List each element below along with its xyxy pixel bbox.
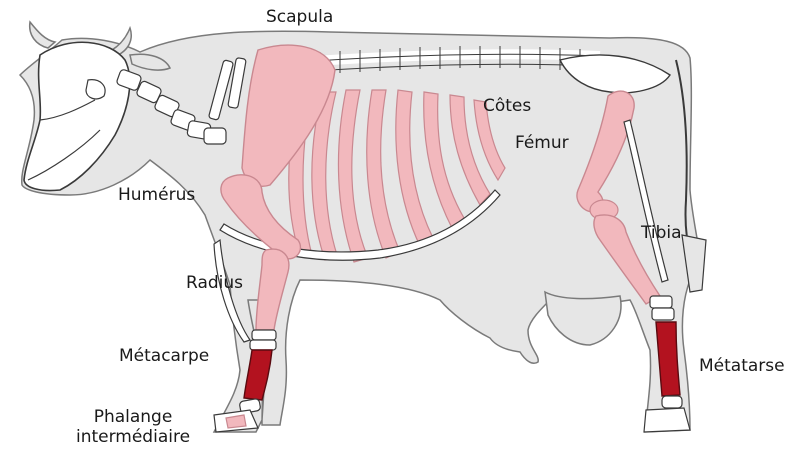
label-radius: Radius: [186, 274, 243, 294]
label-phalange-line1: Phalange: [58, 408, 208, 428]
phalange-intermediaire-bone: [226, 415, 246, 428]
label-humerus: Humérus: [118, 186, 195, 206]
label-metatarse: Métatarse: [699, 357, 785, 377]
label-femur: Fémur: [515, 134, 569, 154]
label-scapula: Scapula: [266, 8, 333, 28]
udder: [545, 292, 621, 345]
label-tibia: Tibia: [641, 224, 682, 244]
carpals: [250, 330, 276, 350]
label-cotes: Côtes: [483, 97, 531, 117]
label-metacarpe: Métacarpe: [119, 347, 209, 367]
tarsals: [650, 296, 674, 320]
label-phalange-intermediaire: Phalange intermédiaire: [58, 408, 208, 447]
horn: [30, 22, 55, 48]
label-phalange-line2: intermédiaire: [58, 428, 208, 448]
